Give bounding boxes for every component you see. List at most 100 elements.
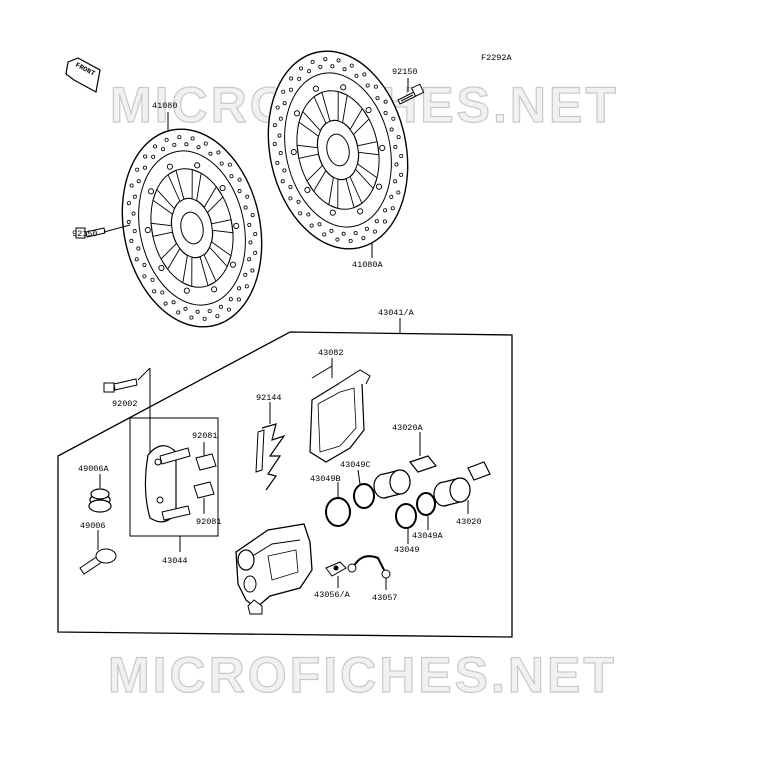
rotor-button <box>229 261 237 268</box>
drill-hole <box>342 67 347 72</box>
drill-hole <box>362 72 367 77</box>
drill-hole <box>219 161 224 166</box>
drill-hole <box>289 76 294 81</box>
drill-hole <box>245 194 250 199</box>
drill-hole <box>195 309 200 314</box>
drill-hole <box>396 135 401 140</box>
rotor-button <box>357 208 364 215</box>
drill-hole <box>151 154 156 159</box>
rotor-button <box>293 110 301 117</box>
drill-hole <box>282 101 287 106</box>
drill-hole <box>142 274 147 279</box>
boot-49006a <box>88 488 112 513</box>
pin-49006 <box>79 548 117 575</box>
drill-hole <box>208 151 213 156</box>
drill-hole <box>226 307 231 312</box>
rotor-button <box>211 286 218 293</box>
rotor-spoke <box>182 254 193 288</box>
drill-hole <box>142 165 147 170</box>
drill-hole <box>207 309 212 314</box>
drill-hole <box>288 196 293 201</box>
drill-hole <box>131 211 136 216</box>
drill-hole <box>237 177 242 182</box>
label-41080a: 41080A <box>352 260 384 270</box>
drill-hole <box>172 142 177 147</box>
rotor-button <box>379 144 386 152</box>
drill-hole <box>275 105 280 110</box>
label-41080: 41080 <box>152 101 178 111</box>
drill-hole <box>399 172 404 177</box>
drill-hole <box>278 151 283 156</box>
drill-hole <box>393 179 398 184</box>
drill-hole <box>322 232 327 237</box>
drill-hole <box>282 168 287 173</box>
drill-hole <box>383 99 388 104</box>
drill-hole <box>237 189 242 194</box>
clip-92081-bottom <box>193 481 215 499</box>
drill-hole <box>374 219 379 224</box>
drill-hole <box>227 162 232 167</box>
rotor-spoke <box>191 168 202 202</box>
label-92150-left: 92150 <box>72 229 98 239</box>
rotor-spoke <box>337 90 348 124</box>
drill-hole <box>253 232 258 237</box>
drill-hole <box>298 211 303 216</box>
bracket-box-43044 <box>129 417 219 537</box>
drill-hole <box>216 150 221 155</box>
drill-hole <box>310 59 315 64</box>
watermark-bottom: MICROFICHES.NET <box>108 647 617 703</box>
label-92144: 92144 <box>256 393 282 403</box>
dust-cap-43020a <box>408 455 438 473</box>
drill-hole <box>280 179 285 184</box>
rotor-spoke <box>167 169 185 203</box>
drill-hole <box>383 111 388 116</box>
drill-hole <box>161 147 166 152</box>
drill-hole <box>341 231 346 236</box>
rotor-spoke <box>357 141 380 156</box>
drill-hole <box>243 272 248 277</box>
drill-hole <box>288 87 293 92</box>
drill-hole <box>218 304 223 309</box>
drill-hole <box>306 212 311 217</box>
drill-hole <box>164 137 169 142</box>
drill-hole <box>132 194 137 199</box>
drill-hole <box>129 183 134 188</box>
rotor-spoke <box>349 107 370 136</box>
rotor-button <box>194 162 201 169</box>
rotor-spoke <box>160 242 181 271</box>
rotor-button <box>375 183 383 190</box>
drill-hole <box>134 257 139 262</box>
brake-disc-41080 <box>121 128 263 328</box>
drill-hole <box>248 240 253 245</box>
drill-hole <box>177 135 182 140</box>
rotor-button <box>219 185 226 192</box>
drill-hole <box>190 136 195 141</box>
drill-hole <box>335 237 340 242</box>
drill-hole <box>396 190 401 195</box>
drill-hole <box>247 222 252 227</box>
drill-hole <box>215 314 220 319</box>
rotor-button <box>304 186 311 193</box>
drill-hole <box>349 63 354 68</box>
drill-hole <box>160 290 165 295</box>
drill-hole <box>399 154 404 159</box>
rotor-button <box>233 222 240 230</box>
label-43049c: 43049C <box>340 460 371 470</box>
drill-hole <box>288 184 293 189</box>
caliper-bracket <box>144 445 191 523</box>
drill-hole <box>132 229 137 234</box>
drill-hole <box>323 57 328 62</box>
rotor-spoke <box>345 175 363 209</box>
drill-hole <box>184 142 189 147</box>
rotor-button <box>183 287 190 294</box>
drill-hole <box>243 205 248 210</box>
drill-hole <box>253 250 258 255</box>
drill-hole <box>196 145 201 150</box>
rotor-button <box>147 188 155 195</box>
rotor-spoke <box>209 241 232 268</box>
drill-hole <box>348 238 353 243</box>
drill-hole <box>163 301 168 306</box>
drill-hole <box>307 69 312 74</box>
label-92002: 92002 <box>112 399 138 409</box>
drill-hole <box>236 297 241 302</box>
